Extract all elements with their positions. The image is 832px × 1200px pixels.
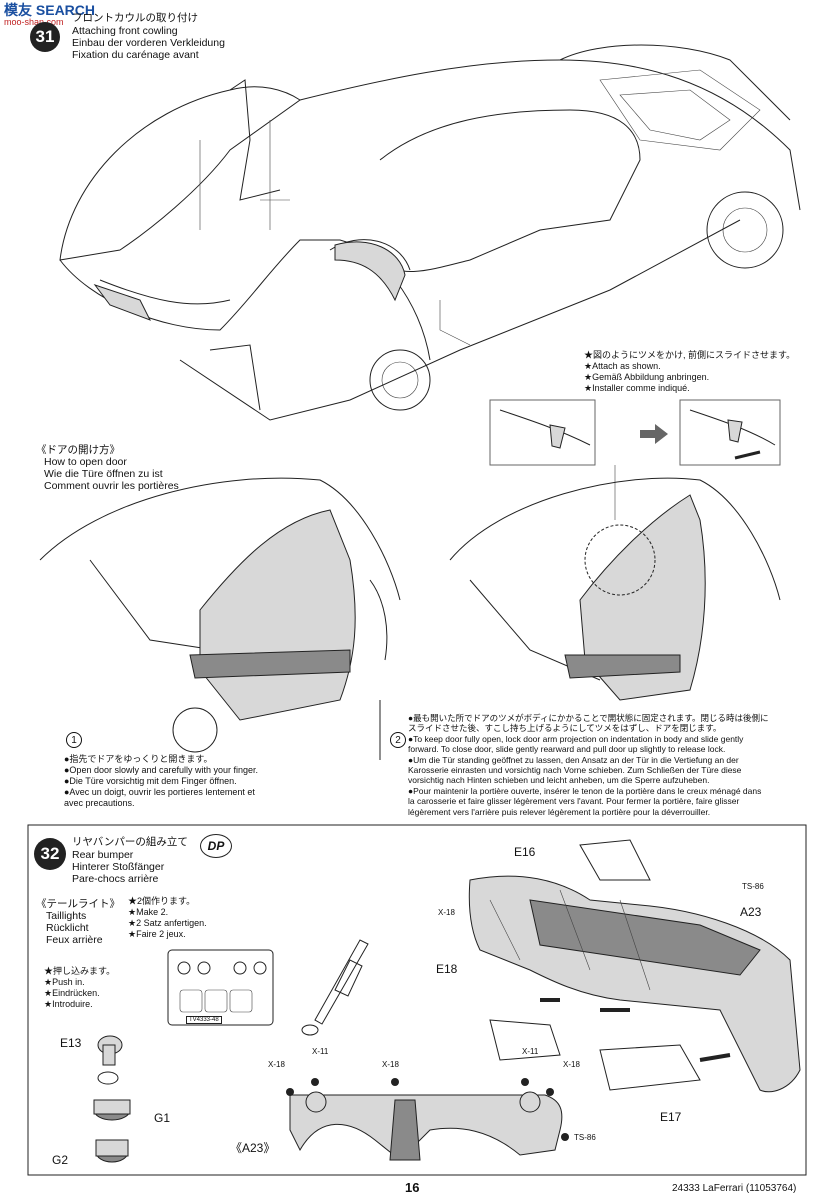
step-31-title-fr: Fixation du carénage avant: [72, 49, 199, 61]
open-door-title-fr: Comment ouvrir les portières: [44, 480, 179, 492]
step-31-title-en: Attaching front cowling: [72, 25, 178, 37]
step-31-title-de: Einbau der vorderen Verkleidung: [72, 37, 225, 49]
part-label-e13: E13: [60, 1036, 82, 1050]
part-label-e17: E17: [660, 1110, 682, 1124]
part-label-g2: G2: [52, 1153, 69, 1167]
dp-badge: DP: [200, 834, 232, 858]
paint-x18-center: X-18: [382, 1060, 399, 1069]
part-label-e16: E16: [514, 845, 536, 859]
note2-line: légèrement vers l'arrière puis relever l…: [408, 806, 711, 817]
note2-line: スライドさせた後、すこし持ち上げるようにしてツメをはずし、ドアを閉じます。: [408, 723, 722, 734]
decal-sheet-illustration: [167, 949, 274, 1026]
step-number-1: 1: [66, 732, 82, 748]
note2-text: ●最も開いた所でドアのツメがボディにかかることで開状態に固定されます。閉じる時は…: [408, 713, 803, 817]
step-32-title-jp: リヤバンパーの組み立て: [72, 836, 188, 848]
note2-line: forward. To close door, slide gently rea…: [408, 744, 726, 755]
brush-illustration: [301, 939, 369, 1036]
paint-ts86-top: TS-86: [742, 882, 764, 891]
attach-note-de: ★Gemäß Abbildung anbringen.: [584, 372, 710, 382]
make2-jp: ★2個作ります。: [128, 896, 196, 906]
page-number: 16: [405, 1180, 420, 1195]
paint-ts86-bottom: TS-86: [574, 1133, 596, 1142]
step-number-2: 2: [390, 732, 406, 748]
paint-x11-left: X-11: [312, 1047, 329, 1056]
attach-note-fr: ★Installer comme indiqué.: [584, 383, 690, 393]
note2-line: ●Pour maintenir la portière ouverte, ins…: [408, 785, 762, 796]
note2-line: ●Um die Tür standing geöffnet zu lassen,…: [408, 754, 739, 765]
note1-en: ●Open door slowly and carefully with you…: [64, 765, 259, 775]
attach-detail-illustration: [489, 399, 781, 520]
door-open-illustration-1: [39, 477, 401, 753]
push-de: ★Eindrücken.: [44, 988, 100, 998]
make2-de: ★2 Satz anfertigen.: [128, 918, 207, 928]
part-label-a23-view: 《A23》: [230, 1141, 276, 1155]
watermark-logo: 模友 SEARCH: [4, 2, 96, 18]
step-32-badge: 32: [34, 838, 66, 870]
door-open-illustration-2: [449, 477, 781, 701]
taillight-parts-illustration: [93, 1035, 131, 1163]
note1-fr1: ●Avec un doigt, ouvrir les portieres len…: [64, 787, 255, 797]
part-label-g1: G1: [154, 1111, 171, 1125]
make2-en: ★Make 2.: [128, 907, 169, 917]
part-label-e18: E18: [436, 962, 458, 976]
note2-line: ●To keep door fully open, lock door arm …: [408, 733, 744, 744]
a23-part-illustration: [286, 1078, 569, 1161]
step-32-title-fr: Pare-chocs arrière: [72, 873, 159, 885]
note1-jp: ●指先でドアをゆっくりと開きます。: [64, 754, 213, 764]
paint-x18-right: X-18: [563, 1060, 580, 1069]
open-door-title-en: How to open door: [44, 456, 127, 468]
taillights-title-en: Taillights: [46, 910, 87, 922]
paint-x11-right: X-11: [522, 1047, 539, 1056]
footer-model: 24333 LaFerrari (11053764): [672, 1183, 797, 1194]
note2-line: la carosserie et faire glisser légèremen…: [408, 796, 740, 807]
attach-note-jp: ★図のようにツメをかけ, 前側にスライドさせます。: [584, 350, 796, 360]
step-32-title-de: Hinterer Stoßfänger: [72, 861, 165, 873]
note2-line: Karosserie einrasten und vorsichtig nach…: [408, 765, 742, 776]
note1-de: ●Die Türe vorsichtig mit dem Finger öffn…: [64, 776, 237, 786]
bumper-assembly-illustration: [468, 839, 801, 1093]
taillights-title-jp: 《テールライト》: [36, 898, 120, 910]
taillights-title-de: Rücklicht: [46, 922, 89, 934]
push-en: ★Push in.: [44, 977, 85, 987]
step-31-badge: 31: [30, 22, 60, 52]
paint-x18-bumper: X-18: [438, 908, 455, 917]
step-32-title-en: Rear bumper: [72, 849, 134, 861]
taillights-title-fr: Feux arrière: [46, 934, 103, 946]
paint-x18-left: X-18: [268, 1060, 285, 1069]
decal-code: TV4333-48: [186, 1016, 222, 1024]
note2-line: ●最も開いた所でドアのツメがボディにかかることで開状態に固定されます。閉じる時は…: [408, 713, 769, 723]
make2-fr: ★Faire 2 jeux.: [128, 929, 186, 939]
note2-line: vorsichtig nach Hinten schieben und leic…: [408, 775, 710, 786]
watermark-url: moo-shan.com: [4, 17, 64, 27]
step-31-title-jp: フロントカウルの取り付け: [72, 12, 198, 24]
open-door-title-jp: 《ドアの開け方》: [36, 444, 120, 456]
part-label-a23: A23: [740, 905, 762, 919]
open-door-title-de: Wie die Türe öffnen zu ist: [44, 468, 163, 480]
push-fr: ★Introduire.: [44, 999, 93, 1009]
car-front-cowl-illustration: [59, 44, 801, 421]
attach-note-en: ★Attach as shown.: [584, 361, 661, 371]
note1-fr2: avec precautions.: [64, 798, 135, 808]
push-jp: ★押し込みます。: [44, 966, 116, 976]
